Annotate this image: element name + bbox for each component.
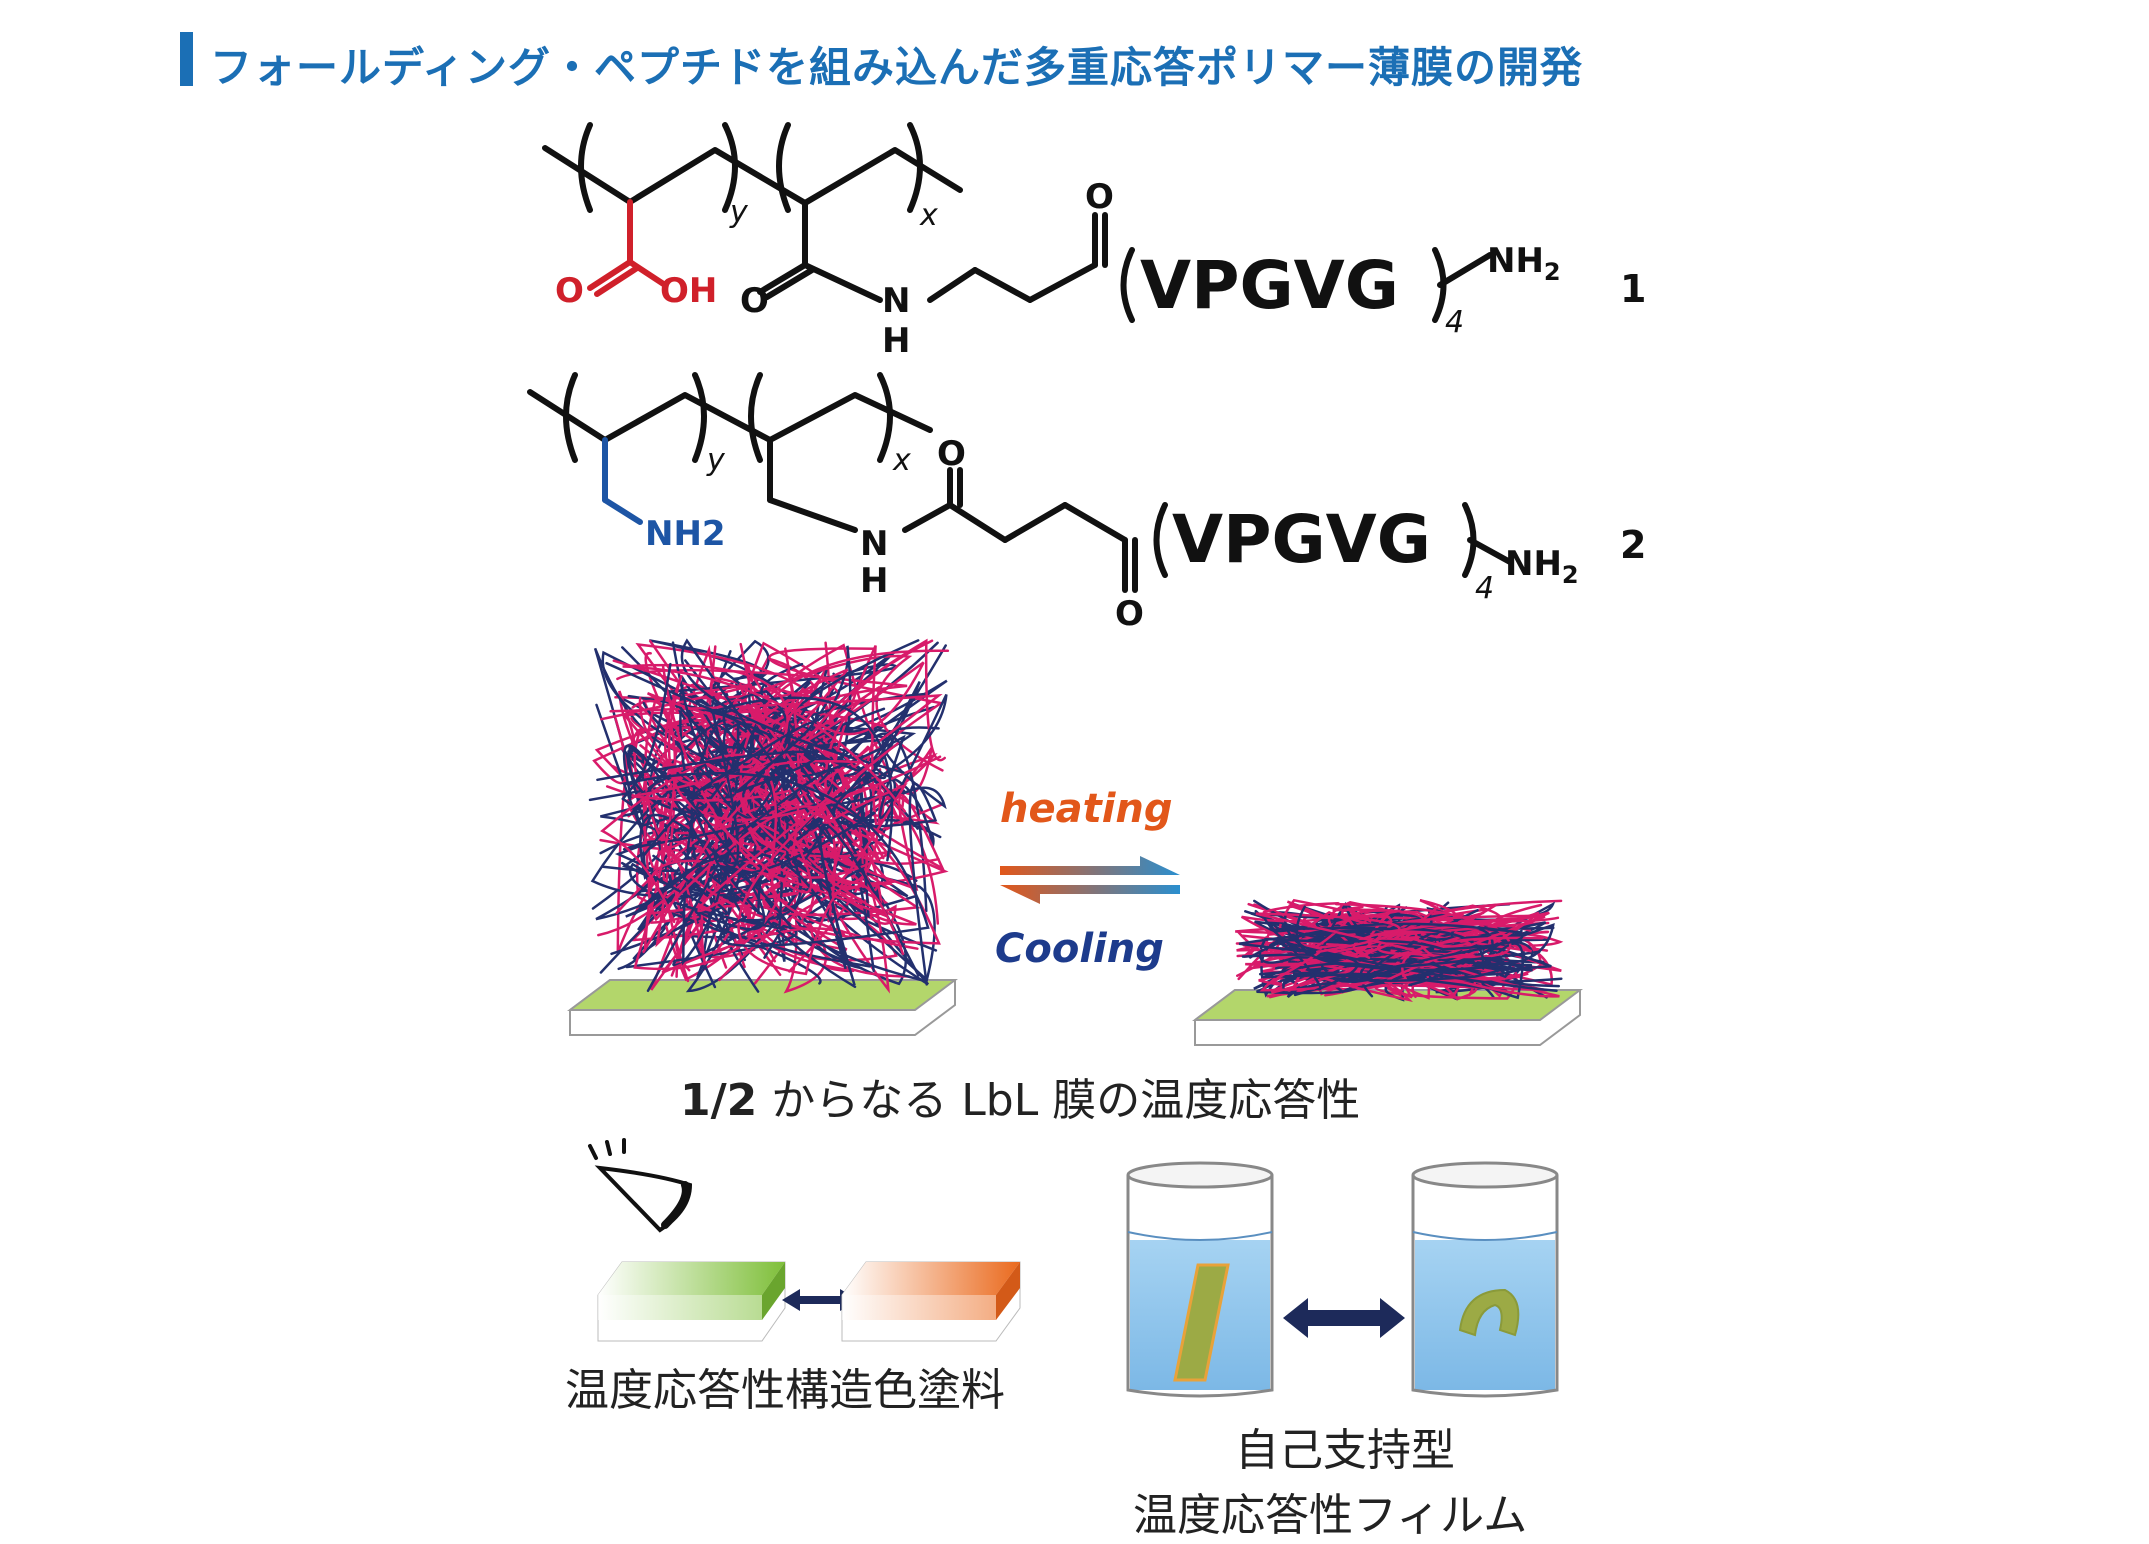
polymer-fiber: [620, 662, 930, 948]
terminal-nh-1: NH2: [1487, 241, 1561, 286]
acid-oh-1: OH: [660, 271, 717, 311]
compound-label-1: 1: [1620, 267, 1646, 311]
beaker-left: [1126, 1161, 1274, 1398]
paint-panel-orange: [841, 1261, 1021, 1342]
amide-o-2: O: [937, 434, 966, 474]
bracket-y-open-1: [578, 122, 593, 213]
backbone-2: [527, 389, 933, 443]
bracket-x-close-1: [907, 122, 923, 213]
terminal-nh-2: NH2: [1505, 544, 1579, 589]
acid-group-1: [587, 199, 668, 297]
bracket-x-open-1: [776, 122, 791, 213]
peptide-2: VPGVG: [1172, 501, 1431, 578]
film-strip-curled: [1458, 1288, 1520, 1337]
substrate-swollen: [567, 979, 958, 1036]
polymer-fiber: [596, 721, 819, 931]
page-title: フォールディング・ペプチドを組み込んだ多重応答ポリマー薄膜の開発: [210, 43, 1584, 92]
polymer-fiber: [1377, 921, 1512, 959]
ester-o-2: O: [1115, 594, 1144, 634]
amide-h-2: H: [860, 561, 888, 601]
peptide-bracket-open-1: [1120, 247, 1135, 323]
eye-icon: [588, 1138, 693, 1233]
polymer-fiber: [1255, 912, 1423, 980]
lbl-caption: 1/2 からなる LbL 膜の温度応答性: [680, 1075, 1360, 1126]
amine-2: NH2: [645, 514, 726, 554]
polymer-fiber: [711, 696, 894, 875]
polymer-fiber: [664, 661, 942, 822]
polymer-fiber: [622, 663, 907, 894]
polymer-fiber: [1238, 915, 1485, 972]
amide-n-2: N: [860, 524, 888, 564]
beaker-right: [1411, 1161, 1559, 1398]
sub-x-1: x: [919, 198, 938, 233]
polymer-fibers-swollen: [588, 638, 950, 994]
swap-arrow-large: [1283, 1298, 1405, 1338]
polymer-fiber: [629, 768, 784, 930]
polymer-structure-1: [542, 122, 1493, 323]
sub-y-1: y: [729, 195, 749, 230]
carbonyl-o-1: O: [1085, 177, 1114, 217]
amide-n-1: N: [882, 281, 910, 321]
amide-h-1: H: [882, 321, 910, 361]
paint-panel-green: [597, 1261, 786, 1342]
polymer-fiber: [630, 716, 949, 973]
polymer-fiber: [697, 741, 905, 976]
paint-caption: 温度応答性構造色塗料: [565, 1365, 1005, 1416]
swap-arrow-small: [782, 1289, 858, 1311]
repeat-1: 4: [1445, 305, 1464, 340]
film-strip-flat: [1173, 1263, 1230, 1382]
sub-x-2: x: [892, 443, 911, 478]
equilibrium-arrows: [1000, 856, 1180, 904]
cooling-label: Cooling: [995, 926, 1164, 972]
amine-group-2: [602, 437, 643, 525]
sub-y-2: y: [706, 443, 726, 478]
repeat-2: 4: [1475, 571, 1494, 606]
peptide-1: VPGVG: [1140, 247, 1399, 324]
amide-o-1: O: [740, 281, 769, 321]
polymer-structure-2: [527, 372, 1513, 593]
backbone-1: [542, 145, 963, 206]
polymer-fiber: [1367, 908, 1530, 959]
polymer-fiber: [600, 683, 941, 945]
bracket-y-close-1: [722, 122, 738, 213]
title-accent-bar: [180, 32, 193, 86]
film-caption-line2: 温度応答性フィルム: [1133, 1490, 1527, 1541]
acid-o-1: O: [555, 271, 584, 311]
compound-label-2: 2: [1620, 523, 1646, 567]
substrate-collapsed: [1192, 989, 1583, 1046]
polymer-fiber: [1295, 905, 1515, 982]
film-caption-line1: 自己支持型: [1235, 1425, 1455, 1476]
polymer-fibers-collapsed: [1235, 898, 1564, 1002]
heating-label: heating: [1000, 786, 1173, 832]
polymer-fiber: [1352, 915, 1546, 984]
